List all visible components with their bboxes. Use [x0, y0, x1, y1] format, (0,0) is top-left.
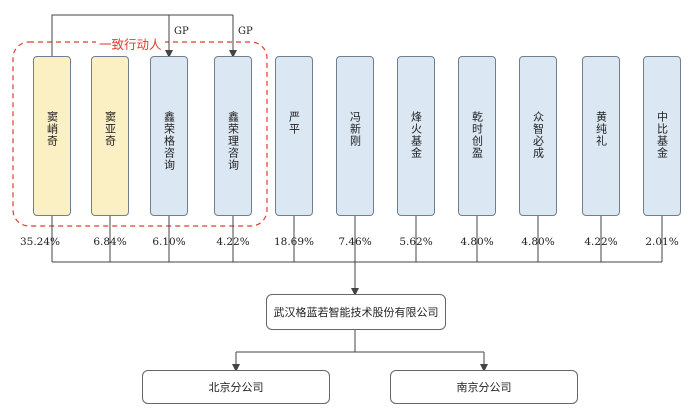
shareholder-box: 黄纯礼	[582, 56, 620, 216]
shareholding-percentage: 35.24%	[19, 236, 61, 248]
shareholder-box: 众智必成	[519, 56, 557, 216]
shareholder-box: 中比基金	[643, 56, 681, 216]
shareholding-percentage: 2.01%	[645, 236, 679, 248]
shareholder-name: 冯新刚	[348, 111, 362, 147]
shareholder-name: 鑫荣格咨询	[162, 111, 176, 171]
bus-line	[52, 261, 662, 296]
shareholding-percentage: 4.80%	[521, 236, 555, 248]
company-name: 武汉格蓝若智能技术股份有限公司	[273, 306, 439, 319]
shareholding-percentage: 5.62%	[399, 236, 433, 248]
shareholder-name: 窦亚奇	[103, 111, 117, 147]
branch-name: 南京分公司	[456, 381, 512, 394]
shareholder-box: 鑫荣理咨询	[214, 56, 252, 216]
shareholder-box: 鑫荣格咨询	[150, 56, 188, 216]
shareholder-name: 窦峭奇	[45, 111, 59, 147]
branch-box: 北京分公司	[142, 370, 330, 404]
company-box: 武汉格蓝若智能技术股份有限公司	[266, 294, 446, 330]
shareholder-box: 乾时创盈	[458, 56, 496, 216]
gp-link	[51, 14, 237, 58]
concert-party-label: 一致行动人	[96, 34, 165, 53]
shareholding-percentage: 18.69%	[273, 236, 315, 248]
gp-label: GP	[174, 26, 189, 37]
shareholder-name: 乾时创盈	[470, 111, 484, 159]
shareholding-percentage: 6.10%	[152, 236, 186, 248]
shareholder-box: 冯新刚	[336, 56, 374, 216]
shareholder-name: 鑫荣理咨询	[226, 111, 240, 171]
shareholder-box: 窦亚奇	[91, 56, 129, 216]
shareholder-name: 中比基金	[655, 111, 669, 159]
shareholder-stub-lines	[51, 216, 663, 262]
shareholder-box: 烽火基金	[397, 56, 435, 216]
shareholding-percentage: 6.84%	[93, 236, 127, 248]
shareholder-name: 黄纯礼	[594, 111, 608, 147]
shareholding-percentage: 4.22%	[216, 236, 250, 248]
shareholder-name: 严平	[287, 111, 301, 135]
shareholder-name: 众智必成	[531, 111, 545, 159]
branch-box: 南京分公司	[390, 370, 578, 404]
branch-lines	[232, 330, 488, 372]
shareholder-box: 严平	[275, 56, 313, 216]
gp-label: GP	[238, 26, 253, 37]
shareholding-percentage: 4.22%	[584, 236, 618, 248]
shareholding-percentage: 4.80%	[460, 236, 494, 248]
shareholding-percentage: 7.46%	[338, 236, 372, 248]
shareholder-name: 烽火基金	[409, 111, 423, 159]
shareholder-box: 窦峭奇	[33, 56, 71, 216]
branch-name: 北京分公司	[208, 381, 264, 394]
